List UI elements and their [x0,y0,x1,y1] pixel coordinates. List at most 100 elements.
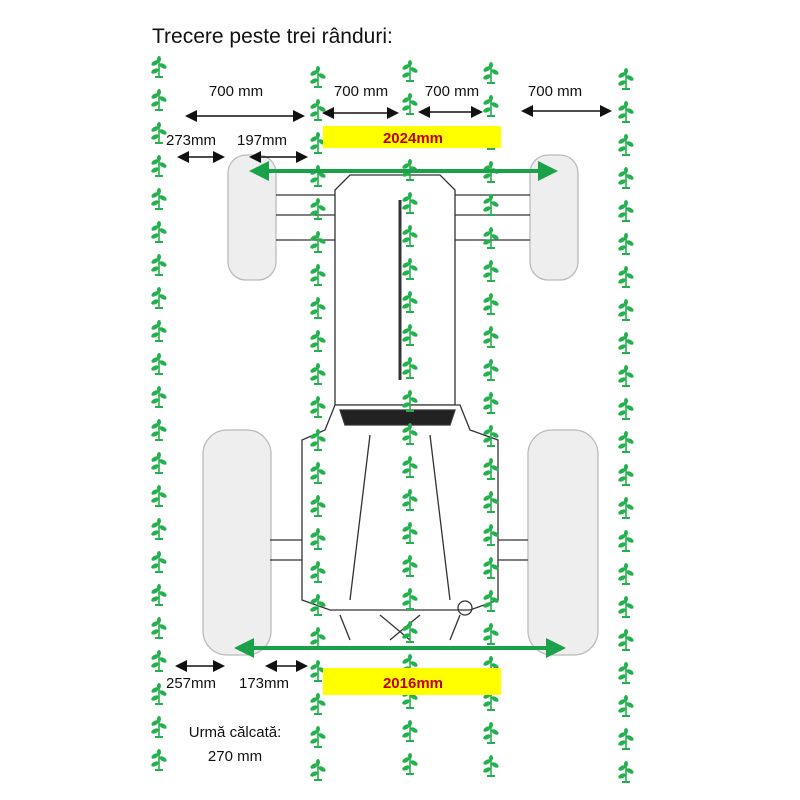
plant-icon [483,359,499,381]
row-spacing-dimensions: 700 mm 700 mm 700 mm 700 mm [175,83,612,672]
plant-icon [483,260,499,282]
plant-icon [618,497,634,519]
hood [334,174,456,406]
plant-icon [483,194,499,216]
plant-icon [310,396,326,418]
plant-icon [402,258,418,280]
plant-icon [151,617,167,639]
front-inner-offset: 197mm [237,132,287,149]
front-track-width: 2024mm [383,130,443,147]
plant-icon [151,89,167,111]
tractor-drawing [202,154,599,656]
plant-icon [402,522,418,544]
windshield [339,409,456,426]
plant-icon [618,563,634,585]
plant-icon [151,650,167,672]
plant-icon [618,464,634,486]
plant-icon [151,749,167,771]
plant-icon [483,590,499,612]
rear-axle [270,539,528,561]
plant-icon [310,759,326,781]
plant-icon [402,753,418,775]
plant-icon [310,132,326,154]
plant-icon [151,386,167,408]
diagram-title: Trecere peste trei rânduri: [152,25,393,48]
plant-icon [151,419,167,441]
plant-icon [618,233,634,255]
plant-icon [483,62,499,84]
plant-icon [483,392,499,414]
row-spacing-label: 700 mm [528,83,582,100]
plant-icon [310,231,326,253]
plant-icon [151,221,167,243]
plant-icon [618,596,634,618]
plant-icon [310,495,326,517]
plant-icon [151,551,167,573]
plant-icon [402,555,418,577]
hitch [339,614,461,641]
plant-icon [618,761,634,783]
cab-roof-lines [349,434,451,601]
plant-icon [310,429,326,451]
plant-icon [402,357,418,379]
rear-track-width: 2016mm [383,675,443,692]
plant-icon [618,266,634,288]
rear-right-wheel [527,429,599,656]
plant-icon [483,491,499,513]
plant-icon [402,324,418,346]
plant-icon [151,353,167,375]
plant-icon [483,722,499,744]
plant-icon [151,320,167,342]
plant-icon [310,198,326,220]
plant-icon [483,623,499,645]
plant-icon [310,693,326,715]
plant-icon [310,330,326,352]
front-right-wheel [529,154,579,281]
plant-icon [402,291,418,313]
plant-icon [618,200,634,222]
plant-icon [402,93,418,115]
plant-icon [483,227,499,249]
plant-icon [483,557,499,579]
plant-icon [151,452,167,474]
plant-icon [402,588,418,610]
plant-icon [310,528,326,550]
plant-icon [618,728,634,750]
plant-icon [151,485,167,507]
footprint-label: Urmă călcată: [189,724,282,741]
plant-icon [151,254,167,276]
plant-icon [310,165,326,187]
plant-icon [310,66,326,88]
plant-icon [483,524,499,546]
plant-icon [402,423,418,445]
plant-icon [618,134,634,156]
plant-icon [151,518,167,540]
plant-icon [151,56,167,78]
plant-icon [618,101,634,123]
rear-track-highlight [323,668,501,695]
plant-icon [618,530,634,552]
plant-icon [618,695,634,717]
plant-icon [310,561,326,583]
plant-icon [151,155,167,177]
plant-rows [151,56,634,783]
plant-icon [310,99,326,121]
front-left-wheel [227,154,277,281]
plant-icon [310,462,326,484]
plant-icon [151,188,167,210]
plant-icon [618,167,634,189]
plant-icon [402,60,418,82]
plant-icon [483,326,499,348]
front-outer-offset: 273mm [166,132,216,149]
rear-inner-offset: 173mm [239,675,289,692]
plant-icon [483,95,499,117]
rear-left-wheel [202,429,272,656]
plant-icon [402,621,418,643]
pto [457,600,473,616]
plant-icon [402,720,418,742]
plant-icon [151,584,167,606]
plant-icon [310,297,326,319]
rear-outer-offset: 257mm [166,675,216,692]
plant-icon [151,287,167,309]
